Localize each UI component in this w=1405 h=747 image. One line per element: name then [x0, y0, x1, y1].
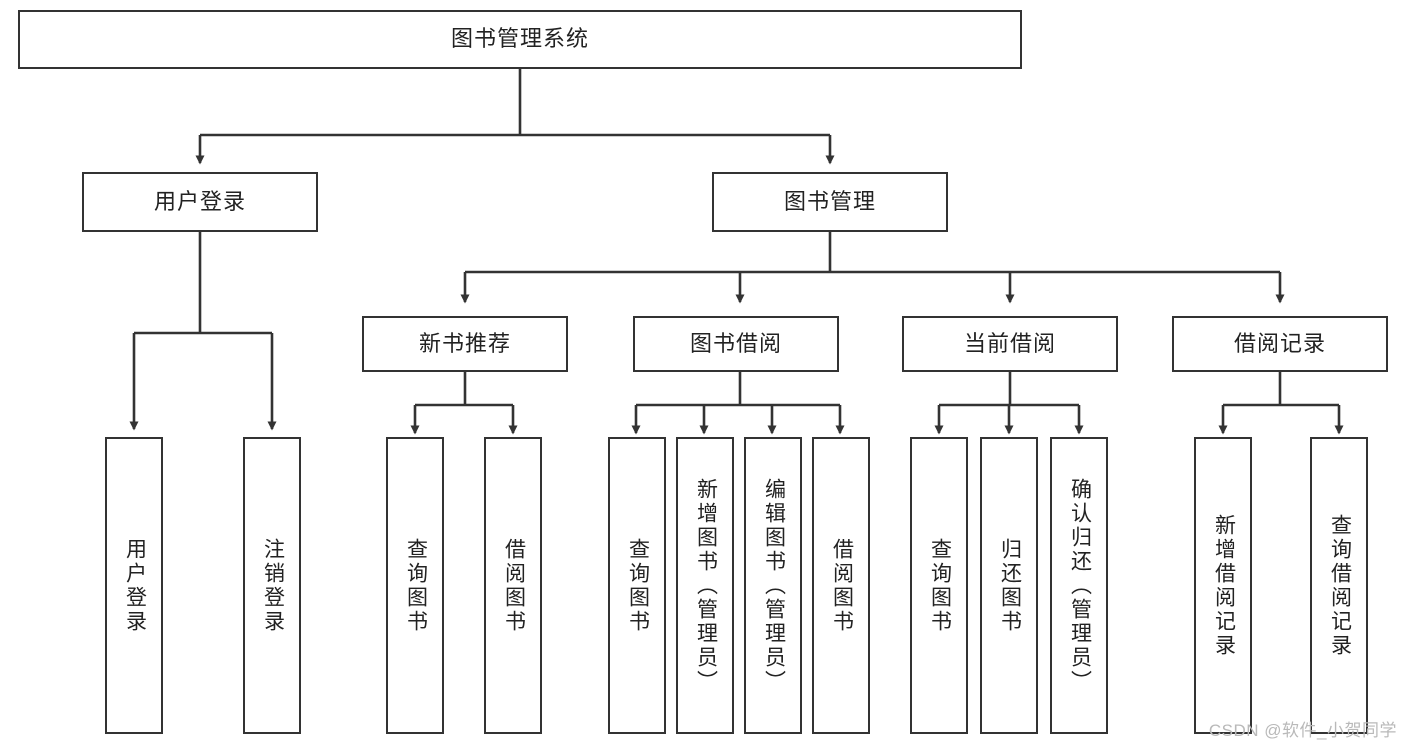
- node-root[interactable]: 图书管理系统: [18, 10, 1022, 69]
- node-book-borrow[interactable]: 图书借阅: [633, 316, 839, 372]
- node-leaf-query-book-rec[interactable]: 查询图书: [386, 437, 444, 734]
- node-leaf-query-book-borrow[interactable]: 查询图书: [608, 437, 666, 734]
- node-user-login[interactable]: 用户登录: [82, 172, 318, 232]
- watermark: CSDN @软件_小贺同学: [1208, 721, 1397, 740]
- node-leaf-return-book[interactable]: 归还图书: [980, 437, 1038, 734]
- node-book-borrow-label: 图书借阅: [689, 330, 782, 356]
- node-current-borrow[interactable]: 当前借阅: [902, 316, 1118, 372]
- node-leaf-add-borrow-record[interactable]: 新增借阅记录: [1194, 437, 1252, 734]
- node-leaf-add-borrow-record-label: 新增借阅记录: [1212, 513, 1236, 658]
- node-leaf-borrow-book-label: 借阅图书: [830, 537, 854, 634]
- node-root-label: 图书管理系统: [450, 26, 589, 52]
- node-leaf-query-borrow-record-label: 查询借阅记录: [1328, 513, 1352, 658]
- node-leaf-confirm-return-admin-label: 确认归还（管理员）: [1068, 477, 1092, 694]
- node-borrow-record-label: 借阅记录: [1233, 330, 1326, 356]
- node-leaf-edit-book-admin-label: 编辑图书（管理员）: [762, 477, 786, 694]
- node-leaf-edit-book-admin[interactable]: 编辑图书（管理员）: [744, 437, 802, 734]
- node-new-book-recommend[interactable]: 新书推荐: [362, 316, 568, 372]
- node-leaf-borrow-book-rec-label: 借阅图书: [502, 537, 526, 634]
- node-leaf-confirm-return-admin[interactable]: 确认归还（管理员）: [1050, 437, 1108, 734]
- node-book-manage[interactable]: 图书管理: [712, 172, 948, 232]
- node-leaf-query-borrow-record[interactable]: 查询借阅记录: [1310, 437, 1368, 734]
- node-book-manage-label: 图书管理: [783, 188, 876, 214]
- node-user-login-label: 用户登录: [153, 188, 246, 214]
- node-leaf-return-book-label: 归还图书: [998, 537, 1022, 634]
- node-leaf-query-book-rec-label: 查询图书: [404, 537, 428, 634]
- node-borrow-record[interactable]: 借阅记录: [1172, 316, 1388, 372]
- node-leaf-query-book-current[interactable]: 查询图书: [910, 437, 968, 734]
- node-new-book-recommend-label: 新书推荐: [418, 330, 511, 356]
- node-current-borrow-label: 当前借阅: [963, 330, 1056, 356]
- node-leaf-query-book-current-label: 查询图书: [928, 537, 952, 634]
- node-leaf-user-logout[interactable]: 注销登录: [243, 437, 301, 734]
- node-leaf-user-login[interactable]: 用户登录: [105, 437, 163, 734]
- node-leaf-user-login-label: 用户登录: [123, 537, 147, 634]
- node-leaf-query-book-borrow-label: 查询图书: [626, 537, 650, 634]
- node-leaf-user-logout-label: 注销登录: [261, 537, 285, 634]
- node-leaf-add-book-admin-label: 新增图书（管理员）: [694, 477, 718, 694]
- node-leaf-add-book-admin[interactable]: 新增图书（管理员）: [676, 437, 734, 734]
- node-leaf-borrow-book[interactable]: 借阅图书: [812, 437, 870, 734]
- node-leaf-borrow-book-rec[interactable]: 借阅图书: [484, 437, 542, 734]
